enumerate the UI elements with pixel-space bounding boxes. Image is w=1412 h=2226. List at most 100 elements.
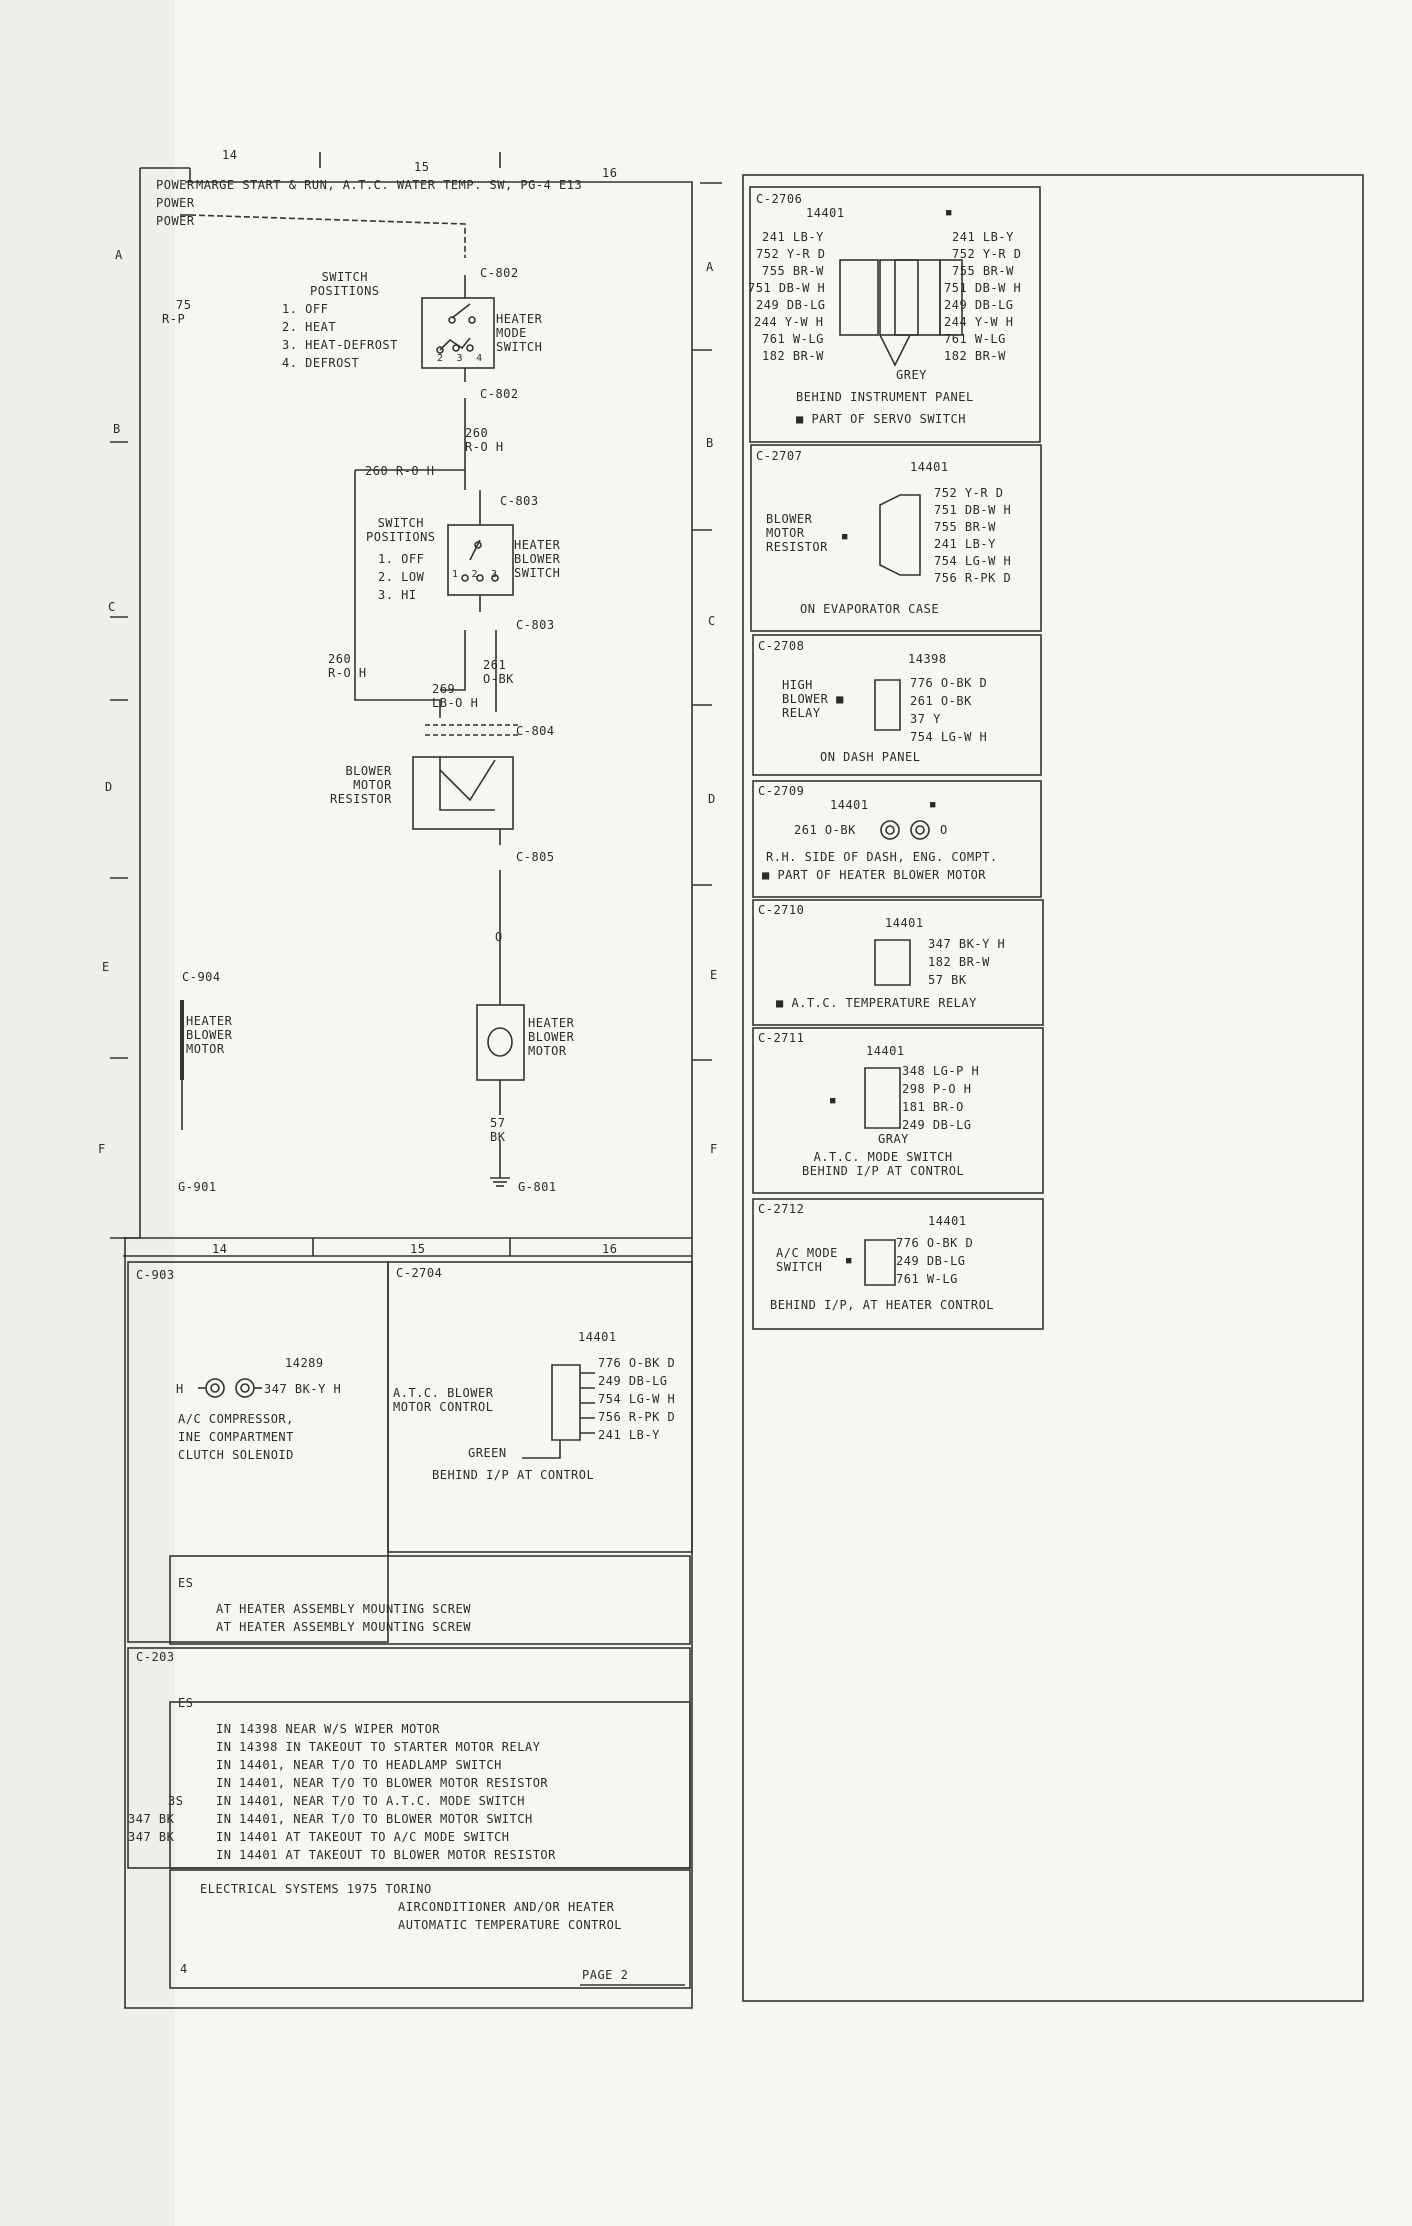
c2710-part: 14401: [885, 916, 924, 930]
ground-g901: G-901: [178, 1180, 217, 1194]
c2707-mark: ■: [842, 532, 848, 542]
c2709-wire: 261 O-BK: [794, 823, 856, 837]
notes2-line-3: IN 14401, NEAR T/O TO HEADLAMP SWITCH: [216, 1758, 502, 1772]
cut-label-75: 75: [176, 298, 192, 312]
column-number-16: 16: [602, 166, 618, 180]
c2704-wire-3: 754 LG-W H: [598, 1392, 676, 1406]
c2706-right-wire-6: 244 Y-W H: [944, 315, 1014, 329]
c2707-wire-6: 756 R-PK D: [934, 571, 1012, 585]
notes2-line-8: IN 14401 AT TAKEOUT TO BLOWER MOTOR RESI…: [216, 1848, 556, 1862]
connector-c803-bottom: C-803: [516, 618, 555, 632]
c2708-label: HIGH BLOWER ■ RELAY: [782, 678, 844, 720]
c904-label: C-904: [182, 970, 221, 984]
c2711-wire-3: 181 BR-O: [902, 1100, 964, 1114]
c2710-id: C-2710: [758, 903, 805, 917]
c2711-wire-2: 298 P-O H: [902, 1082, 972, 1096]
connector-c805: C-805: [516, 850, 555, 864]
notes1-line-1: AT HEATER ASSEMBLY MOUNTING SCREW: [216, 1602, 471, 1616]
c2706-right-wire-2: 752 Y-R D: [952, 247, 1022, 261]
c2707-wire-3: 755 BR-W: [934, 520, 996, 534]
column-number-bottom-15: 15: [410, 1242, 426, 1256]
row-letter-f: F: [98, 1142, 106, 1156]
c2704-green: GREEN: [468, 1446, 507, 1460]
c2706-right-wire-7: 761 W-LG: [944, 332, 1006, 346]
c2712-label: A/C MODE SWITCH: [776, 1246, 838, 1274]
mode-switch-position-2: 2. HEAT: [282, 320, 337, 334]
heater-mode-switch-label: HEATER MODE SWITCH: [496, 312, 543, 354]
c2704-part: 14401: [578, 1330, 617, 1344]
c2710-note: ■ A.T.C. TEMPERATURE RELAY: [776, 996, 977, 1010]
mode-switch-position-4: 4. DEFROST: [282, 356, 360, 370]
corner-4: 4: [180, 1962, 188, 1976]
c2706-left-wire-5: 249 DB-LG: [756, 298, 826, 312]
c903-part: 14289: [285, 1356, 324, 1370]
power-label-1: POWER: [156, 178, 195, 192]
c2708-wire-1: 776 O-BK D: [910, 676, 988, 690]
c2711-location: A.T.C. MODE SWITCH BEHIND I/P AT CONTROL: [802, 1150, 965, 1178]
left-sheet: [175, 0, 1412, 2226]
c2712-wire-2: 249 DB-LG: [896, 1254, 966, 1268]
c2709-location: R.H. SIDE OF DASH, ENG. COMPT.: [766, 850, 998, 864]
mode-switch-position-3: 3. HEAT-DEFROST: [282, 338, 398, 352]
mode-switch-position-1: 1. OFF: [282, 302, 329, 316]
blower-switch-position-1: 1. OFF: [378, 552, 425, 566]
c2707-label: BLOWER MOTOR RESISTOR: [766, 512, 828, 554]
power-label-2: POWER: [156, 196, 195, 210]
heater-blower-switch-label: HEATER BLOWER SWITCH: [514, 538, 561, 580]
c2706-grey: GREY: [896, 368, 927, 382]
c2712-part: 14401: [928, 1214, 967, 1228]
c2707-location: ON EVAPORATOR CASE: [800, 602, 940, 616]
notes2-line-5: IN 14401, NEAR T/O TO A.T.C. MODE SWITCH: [216, 1794, 525, 1808]
mode-switch-contacts: 2 3 4: [437, 353, 483, 364]
c2711-wire-1: 348 LG-P H: [902, 1064, 980, 1078]
c2706-left-wire-4: 751 DB-W H: [748, 281, 826, 295]
column-number-15: 15: [414, 160, 430, 174]
notes2-line-2: IN 14398 IN TAKEOUT TO STARTER MOTOR REL…: [216, 1740, 541, 1754]
row-letter-d: D: [105, 780, 113, 794]
notes2-line-6: IN 14401, NEAR T/O TO BLOWER MOTOR SWITC…: [216, 1812, 533, 1826]
header-note: MARGE START & RUN, A.T.C. WATER TEMP. SW…: [196, 178, 583, 192]
right-row-letter-d: D: [708, 792, 716, 806]
c2712-wire-1: 776 O-BK D: [896, 1236, 974, 1250]
c2704-wire-2: 249 DB-LG: [598, 1374, 668, 1388]
c2706-right-wire-3: 755 BR-W: [952, 264, 1014, 278]
wire-260-left-label: 260 R-O H: [328, 652, 367, 680]
c2709-mark: ■: [930, 800, 936, 810]
c2708-id: C-2708: [758, 639, 805, 653]
c2708-part: 14398: [908, 652, 947, 666]
c2710-wire-1: 347 BK-Y H: [928, 937, 1006, 951]
c2710-wire-2: 182 BR-W: [928, 955, 990, 969]
title-line-3: AUTOMATIC TEMPERATURE CONTROL: [398, 1918, 623, 1932]
c2706-right-wire-4: 751 DB-W H: [944, 281, 1022, 295]
right-row-letter-a: A: [706, 260, 714, 274]
c2704-wire-1: 776 O-BK D: [598, 1356, 676, 1370]
blower-switch-position-3: 3. HI: [378, 588, 417, 602]
blower-motor-resistor-label: BLOWER MOTOR RESISTOR: [330, 764, 392, 806]
c2706-left-wire-1: 241 LB-Y: [762, 230, 824, 244]
c903-wire: 347 BK-Y H: [264, 1382, 342, 1396]
c2707-part: 14401: [910, 460, 949, 474]
blower-switch-position-2: 2. LOW: [378, 570, 425, 584]
c2706-left-wire-8: 182 BR-W: [762, 349, 824, 363]
c2704-label: A.T.C. BLOWER MOTOR CONTROL: [393, 1386, 494, 1414]
c2704-id: C-2704: [396, 1266, 443, 1280]
heater-blower-motor-label: HEATER BLOWER MOTOR: [528, 1016, 575, 1058]
mode-switch-positions-title: SWITCH POSITIONS: [310, 270, 380, 298]
notes1-header: ES: [178, 1576, 194, 1590]
column-number-bottom-16: 16: [602, 1242, 618, 1256]
c2704-location: BEHIND I/P AT CONTROL: [432, 1468, 595, 1482]
c2712-location: BEHIND I/P, AT HEATER CONTROL: [770, 1298, 995, 1312]
notes2-line-7: IN 14401 AT TAKEOUT TO A/C MODE SWITCH: [216, 1830, 510, 1844]
c2709-id: C-2709: [758, 784, 805, 798]
notes2-line-1: IN 14398 NEAR W/S WIPER MOTOR: [216, 1722, 441, 1736]
title-line-1: ELECTRICAL SYSTEMS 1975 TORINO: [200, 1882, 432, 1896]
c2706-right-wire-8: 182 BR-W: [944, 349, 1006, 363]
right-row-letter-e: E: [710, 968, 718, 982]
c2708-wire-3: 37 Y: [910, 712, 941, 726]
blower-switch-positions-title: SWITCH POSITIONS: [366, 516, 436, 544]
connector-c802-top: C-802: [480, 266, 519, 280]
wire-260-label: 260 R-O H: [465, 426, 504, 454]
c903-prefix: H: [176, 1382, 184, 1396]
row-letter-e: E: [102, 960, 110, 974]
